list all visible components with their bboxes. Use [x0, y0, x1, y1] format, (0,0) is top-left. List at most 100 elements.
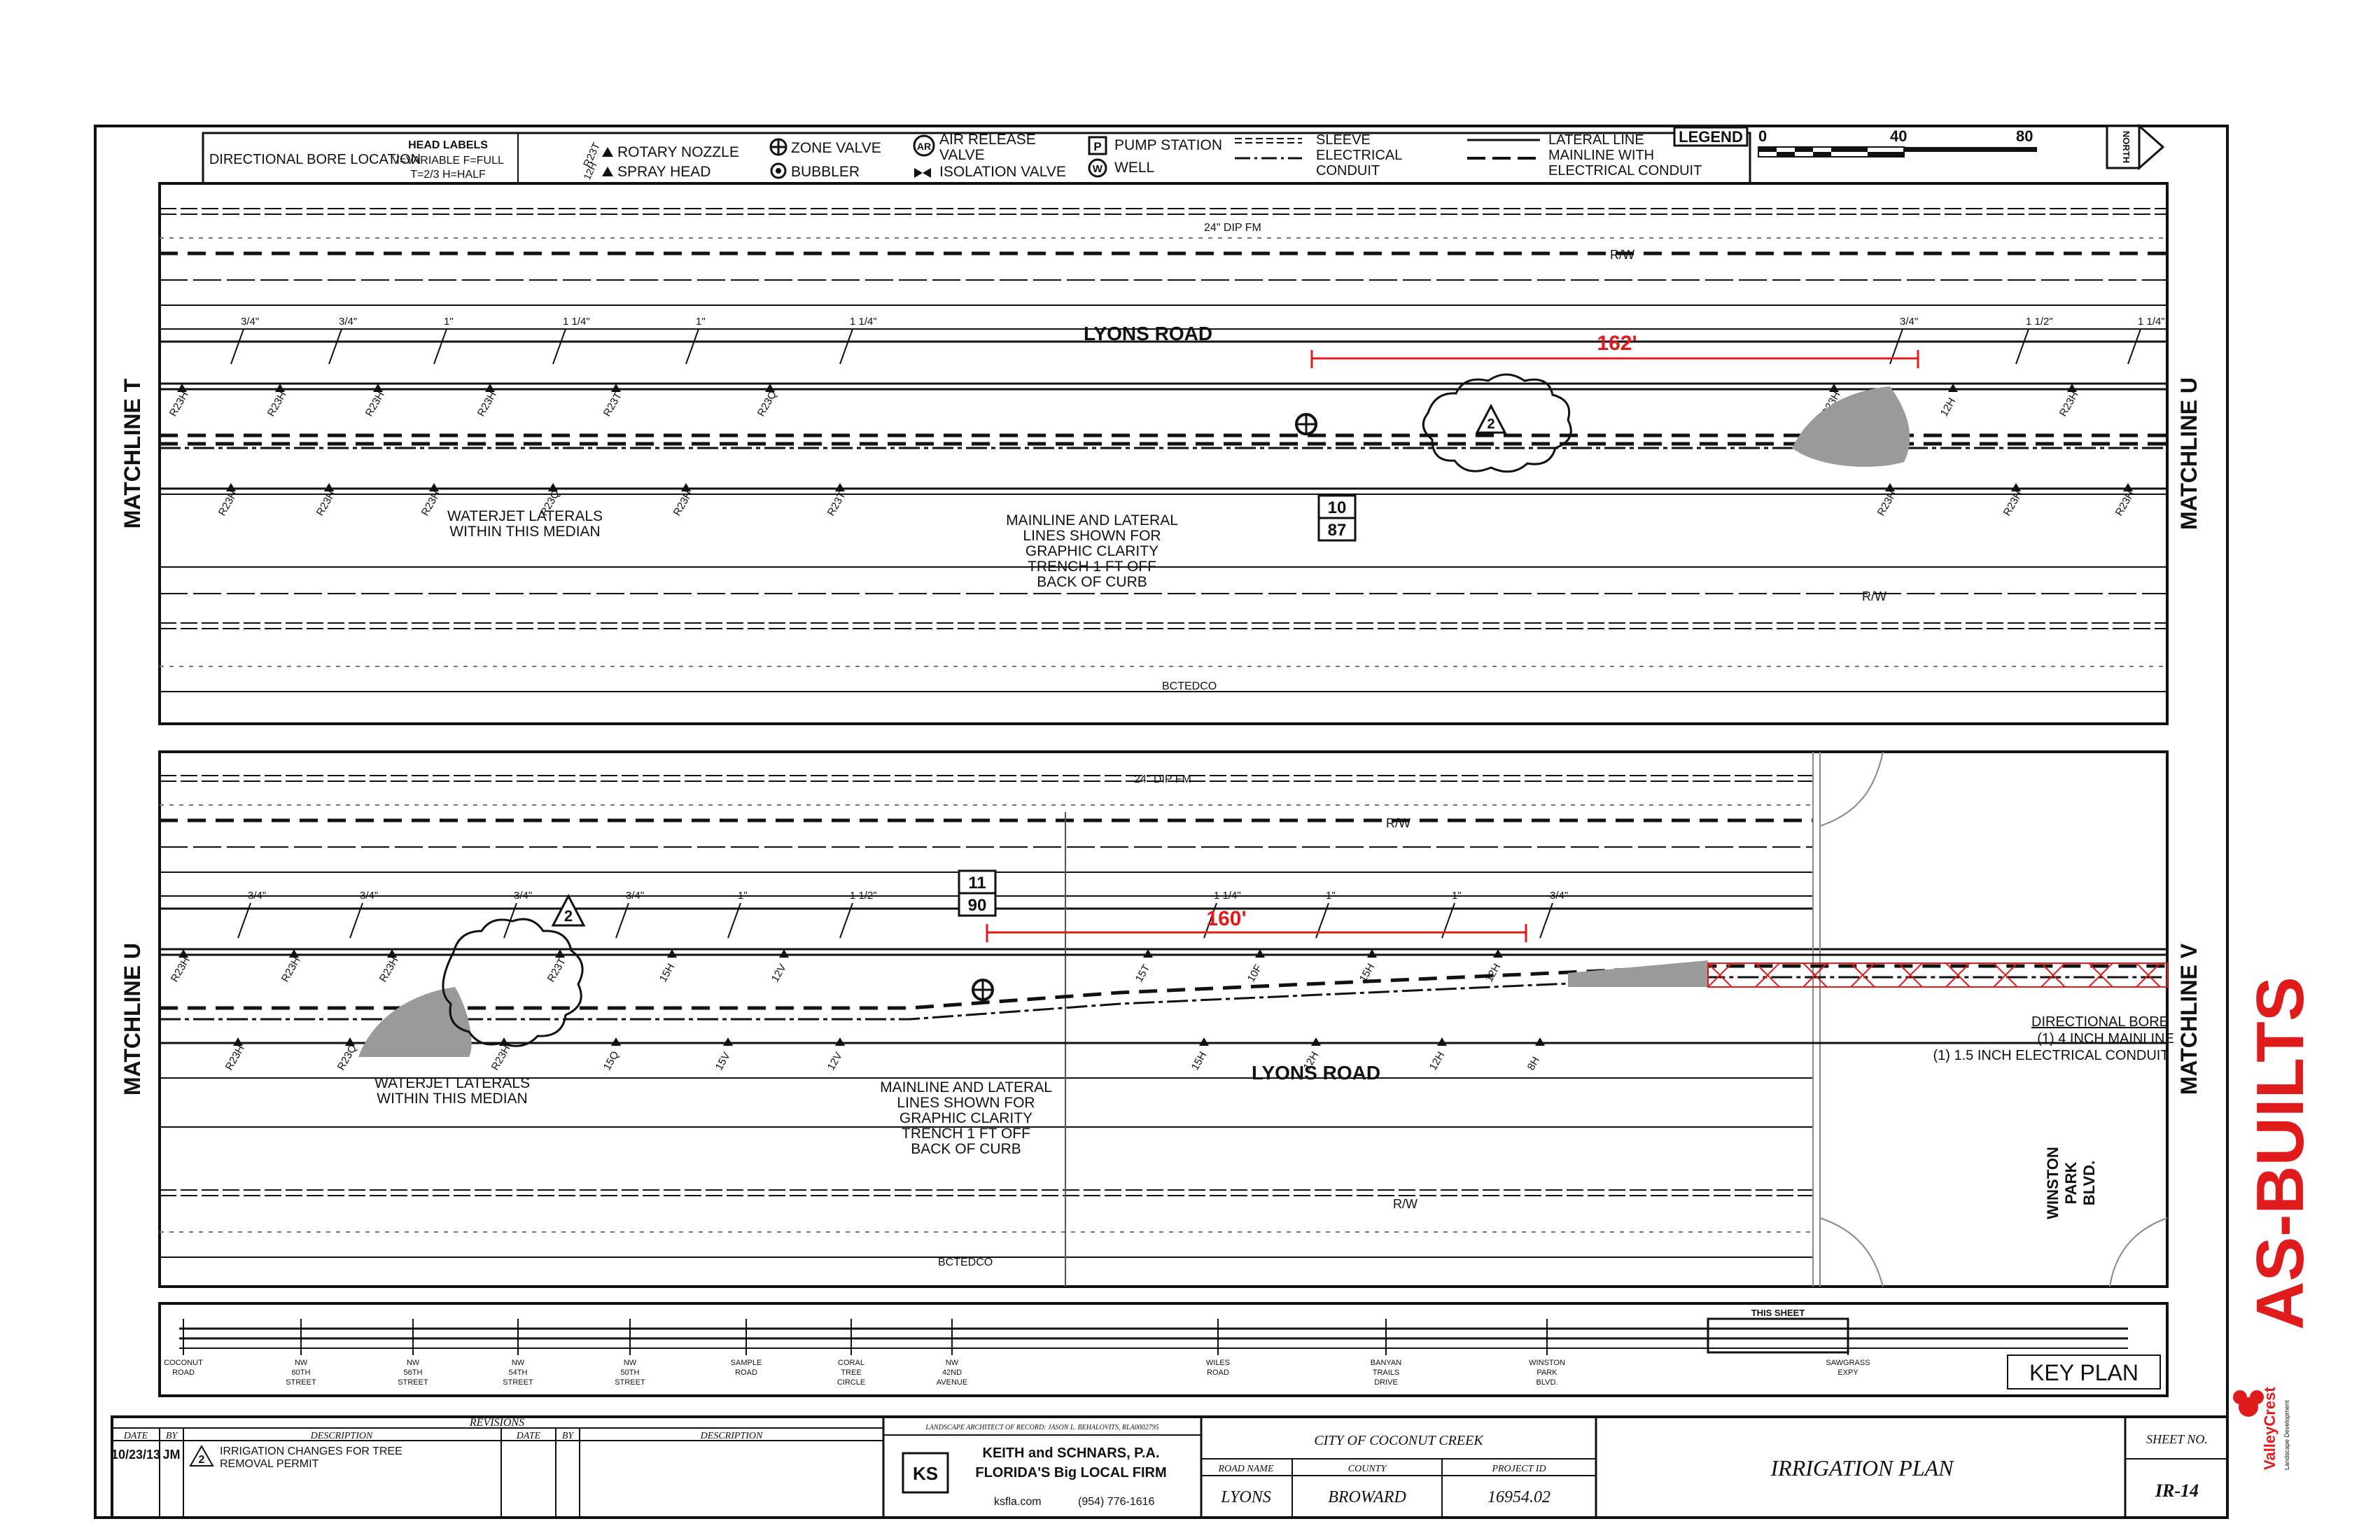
head-label: R23H: [216, 489, 240, 518]
company-name: ValleyCrest: [2261, 1387, 2278, 1470]
key-street-label: ROAD: [172, 1368, 195, 1377]
head-label: 15Q: [601, 1049, 622, 1072]
panel1-matchline-left: MATCHLINE T: [120, 378, 145, 528]
head-label: R23H: [169, 955, 192, 984]
head-label: R23H: [314, 489, 338, 518]
panel2-rw-top: R/W: [1386, 816, 1410, 830]
legend-electrical-1: ELECTRICAL: [1316, 148, 1402, 163]
panel2-zone-gpm: 90: [968, 896, 987, 915]
panel2-rw-bottom: R/W: [1393, 1197, 1418, 1211]
key-street-label: NW: [624, 1359, 637, 1367]
pipe-size-label: 1 1/4": [563, 316, 590, 328]
rotary-nozzle-icon: [548, 483, 558, 491]
svg-text:P: P: [1093, 140, 1101, 153]
project-id-label: PROJECT ID: [1491, 1464, 1546, 1474]
head-label: R23H: [475, 389, 499, 419]
head-label: R23H: [167, 389, 191, 419]
head-label: 15H: [657, 962, 677, 984]
lateral-stem: [349, 902, 363, 939]
head-label: 12H: [1483, 962, 1503, 984]
rotary-nozzle-icon: [1829, 384, 1839, 392]
svg-text:W: W: [1093, 163, 1103, 175]
sheet-title: IRRIGATION PLAN: [1770, 1455, 1954, 1480]
panel1-matchline-right: MATCHLINE U: [2176, 377, 2202, 530]
lateral-stem: [2015, 328, 2029, 365]
rev-col-desc: DESCRIPTION: [310, 1431, 373, 1441]
key-plan-streets: COCONUTROADNW60THSTREETNW56THSTREETNW54T…: [164, 1319, 1870, 1387]
well-icon: W: [1088, 158, 1107, 178]
panel2-note-1: MAINLINE AND LATERAL: [880, 1079, 1052, 1096]
panel1-zone-gpm: 87: [1328, 521, 1347, 540]
rotary-nozzle-icon: [667, 949, 677, 958]
panel2-note-2: LINES SHOWN FOR: [897, 1095, 1035, 1111]
rev-col-date-2: DATE: [516, 1431, 541, 1441]
rotary-nozzle-icon: [345, 1037, 355, 1046]
panel2-waterjet-1: WATERJET LATERALS: [374, 1075, 530, 1091]
scale-bar: 0 40 80: [1758, 127, 2037, 158]
pipe-size-label: 1 1/4": [1214, 890, 1241, 902]
pipe-size-label: 1": [738, 890, 748, 902]
as-builts-label: AS-BUILTS: [2243, 976, 2318, 1330]
head-label: 15T: [1133, 962, 1153, 984]
head-label: R23H: [1875, 489, 1899, 518]
head-label: 15H: [1189, 1050, 1209, 1072]
rotary-nozzle-icon: [275, 384, 285, 392]
head-label: R23H: [223, 1043, 247, 1072]
lateral-stem: [433, 328, 447, 365]
panel1-zone-num: 10: [1328, 498, 1347, 517]
rotary-nozzle-icon: [1255, 949, 1265, 958]
panel1-note-1: MAINLINE AND LATERAL: [1006, 512, 1178, 528]
head-label: R23H: [279, 955, 303, 984]
pipe-size-label: 3/4": [1550, 890, 1568, 902]
pipe-size-label: 3/4": [241, 316, 259, 328]
key-street-label: EXPY: [1837, 1368, 1858, 1377]
key-street-label: WINSTON: [1529, 1359, 1565, 1367]
pipe-size-label: 3/4": [339, 316, 357, 328]
revision-cloud: [442, 918, 584, 1047]
pipe-size-label: 1 1/2": [850, 890, 877, 902]
pipe-size-label: 1 1/2": [2026, 316, 2053, 328]
pipe-size-label: 3/4": [514, 890, 532, 902]
as-builts-stamp: AS-BUILTS ValleyCrest Landscape Developm…: [2233, 976, 2318, 1470]
pipe-size-label: 3/4": [1900, 316, 1918, 328]
panel1-bottom-label: BCTEDCO: [1162, 680, 1217, 692]
title-block: REVISIONS DATE BY DESCRIPTION DATE BY DE…: [111, 1415, 2229, 1519]
key-street-label: SAMPLE: [731, 1359, 762, 1367]
panel1-rw-bottom: R/W: [1862, 589, 1886, 603]
rotary-nozzle-icon: [723, 1037, 733, 1046]
key-street-label: NW: [295, 1359, 308, 1367]
key-street-label: STREET: [398, 1378, 428, 1387]
key-street-label: 60TH: [292, 1368, 311, 1377]
panel2-note-4: TRENCH 1 FT OFF: [902, 1126, 1030, 1142]
rotary-nozzle-icon: [1437, 1037, 1447, 1046]
north-label: NORTH: [2121, 131, 2132, 163]
rotary-nozzle-icon: [555, 949, 565, 958]
key-street-label: ROAD: [1207, 1368, 1229, 1377]
head-label: R23H: [2001, 489, 2025, 518]
legend-electrical-2: CONDUIT: [1316, 163, 1380, 178]
pipe-size-label: 1": [1452, 890, 1462, 902]
panel2-rev-tag: 2: [564, 907, 573, 925]
county-label: COUNTY: [1348, 1464, 1388, 1474]
key-street-label: COCONUT: [164, 1359, 203, 1367]
road-name-value: LYONS: [1220, 1488, 1271, 1506]
scale-label-0: 0: [1758, 127, 1767, 145]
plan-panel-2: R23HR23HR23HR23QR23HR23HR23T15Q15H15V12V…: [120, 750, 2202, 1288]
revisions-title: REVISIONS: [469, 1417, 524, 1429]
panel2-matchline-left: MATCHLINE U: [120, 943, 145, 1096]
pipe-size-label: 3/4": [360, 890, 378, 902]
panel1-rev-tag: 2: [1487, 416, 1494, 432]
rotary-nozzle-icon: [1199, 1037, 1209, 1046]
sheet-no-label: SHEET NO.: [2146, 1432, 2208, 1446]
planting-area: [1568, 960, 1708, 987]
panel1-road-label: LYONS ROAD: [1084, 323, 1212, 344]
key-street-label: SAWGRASS: [1826, 1359, 1870, 1367]
rotary-nozzle-icon: [373, 384, 383, 392]
head-label: R23Q: [335, 1043, 359, 1072]
zone-valve-icon: [1295, 413, 1317, 435]
legend-sleeve: SLEEVE: [1316, 132, 1371, 148]
pipe-size-label: 3/4": [248, 890, 266, 902]
panel2-road-label: LYONS ROAD: [1252, 1062, 1380, 1084]
panel1-dimension-label: 162': [1597, 332, 1637, 355]
rotary-nozzle-icon: [233, 1037, 243, 1046]
